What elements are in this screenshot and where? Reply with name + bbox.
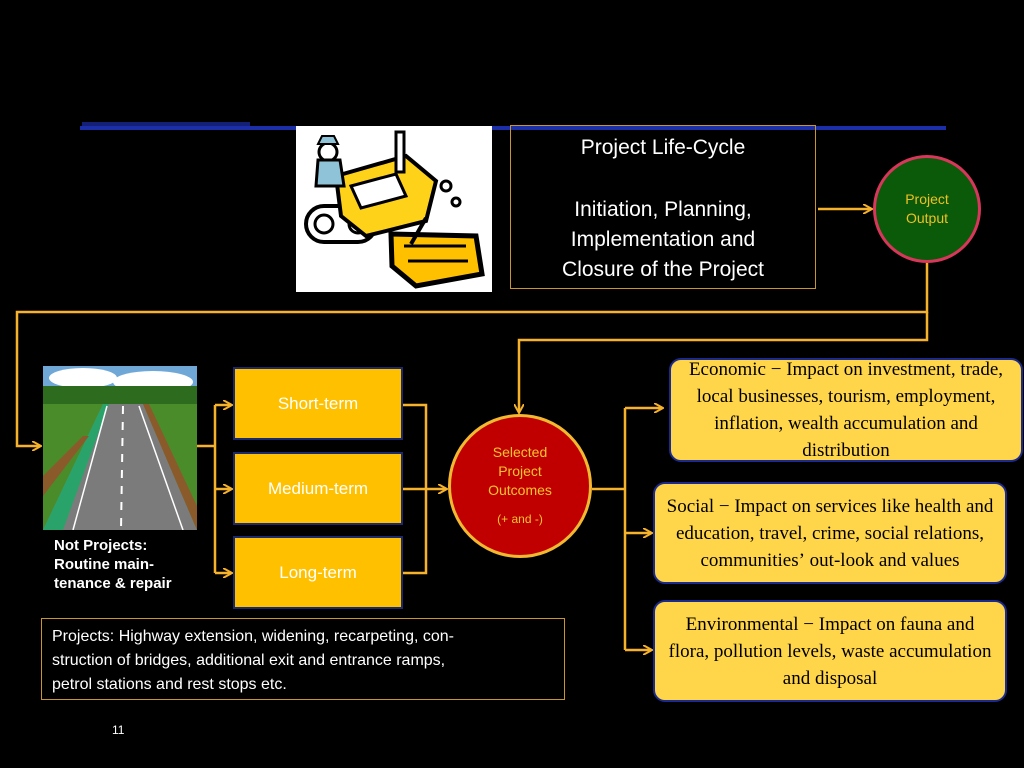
title-underline	[80, 126, 946, 130]
title-text-remnant	[82, 122, 250, 127]
economic-impact-text: Economic − Impact on investment, trade, …	[688, 359, 1004, 461]
project-lifecycle-box: Project Life-Cycle Initiation, Planning,…	[510, 125, 816, 289]
projects-line: petrol stations and rest stops etc.	[52, 676, 287, 693]
lifecycle-phase-line: Closure of the Project	[562, 258, 764, 281]
output-label-line: Output	[905, 210, 949, 226]
outcomes-label-line: Selected	[492, 444, 548, 460]
social-impact-box: Social − Impact on services like health …	[653, 482, 1007, 584]
not-projects-line: tenance & repair	[54, 575, 172, 592]
outcomes-note: (+ and -)	[497, 512, 543, 526]
highway-image	[43, 366, 197, 530]
short-term-box: Short-term	[233, 367, 403, 440]
line-output-loop	[15, 263, 929, 446]
projects-line: Projects: Highway extension, widening, r…	[52, 628, 454, 645]
social-impact-text: Social − Impact on services like health …	[666, 495, 994, 571]
not-projects-caption: Not Projects: Routine main- tenance & re…	[54, 536, 204, 593]
lifecycle-title: Project Life-Cycle	[580, 136, 746, 159]
projects-examples-box: Projects: Highway extension, widening, r…	[41, 618, 565, 700]
environmental-impact-text: Environmental − Impact on fauna and flor…	[668, 613, 992, 689]
arrow-loop-to-outcomes	[519, 312, 929, 412]
economic-impact-box: Economic − Impact on investment, trade, …	[669, 358, 1023, 462]
outcomes-label-line: Outcomes	[488, 482, 552, 498]
not-projects-line: Not Projects:	[54, 537, 148, 554]
output-label-line: Project	[905, 191, 949, 207]
outcomes-label-line: Project	[498, 463, 542, 479]
selected-outcomes-circle: Selected Project Outcomes (+ and -)	[448, 414, 592, 558]
environmental-impact-box: Environmental − Impact on fauna and flor…	[653, 600, 1007, 702]
not-projects-line: Routine main-	[54, 556, 154, 573]
projects-line: struction of bridges, additional exit an…	[52, 652, 446, 669]
page-number: 11	[112, 723, 125, 737]
medium-term-box: Medium-term	[233, 452, 403, 525]
bulldozer-image	[296, 126, 492, 292]
lifecycle-phase-line: Initiation, Planning,	[574, 198, 752, 221]
lifecycle-phase-line: Implementation and	[570, 228, 756, 251]
long-term-box: Long-term	[233, 536, 403, 609]
project-output-circle: Project Output	[873, 155, 981, 263]
